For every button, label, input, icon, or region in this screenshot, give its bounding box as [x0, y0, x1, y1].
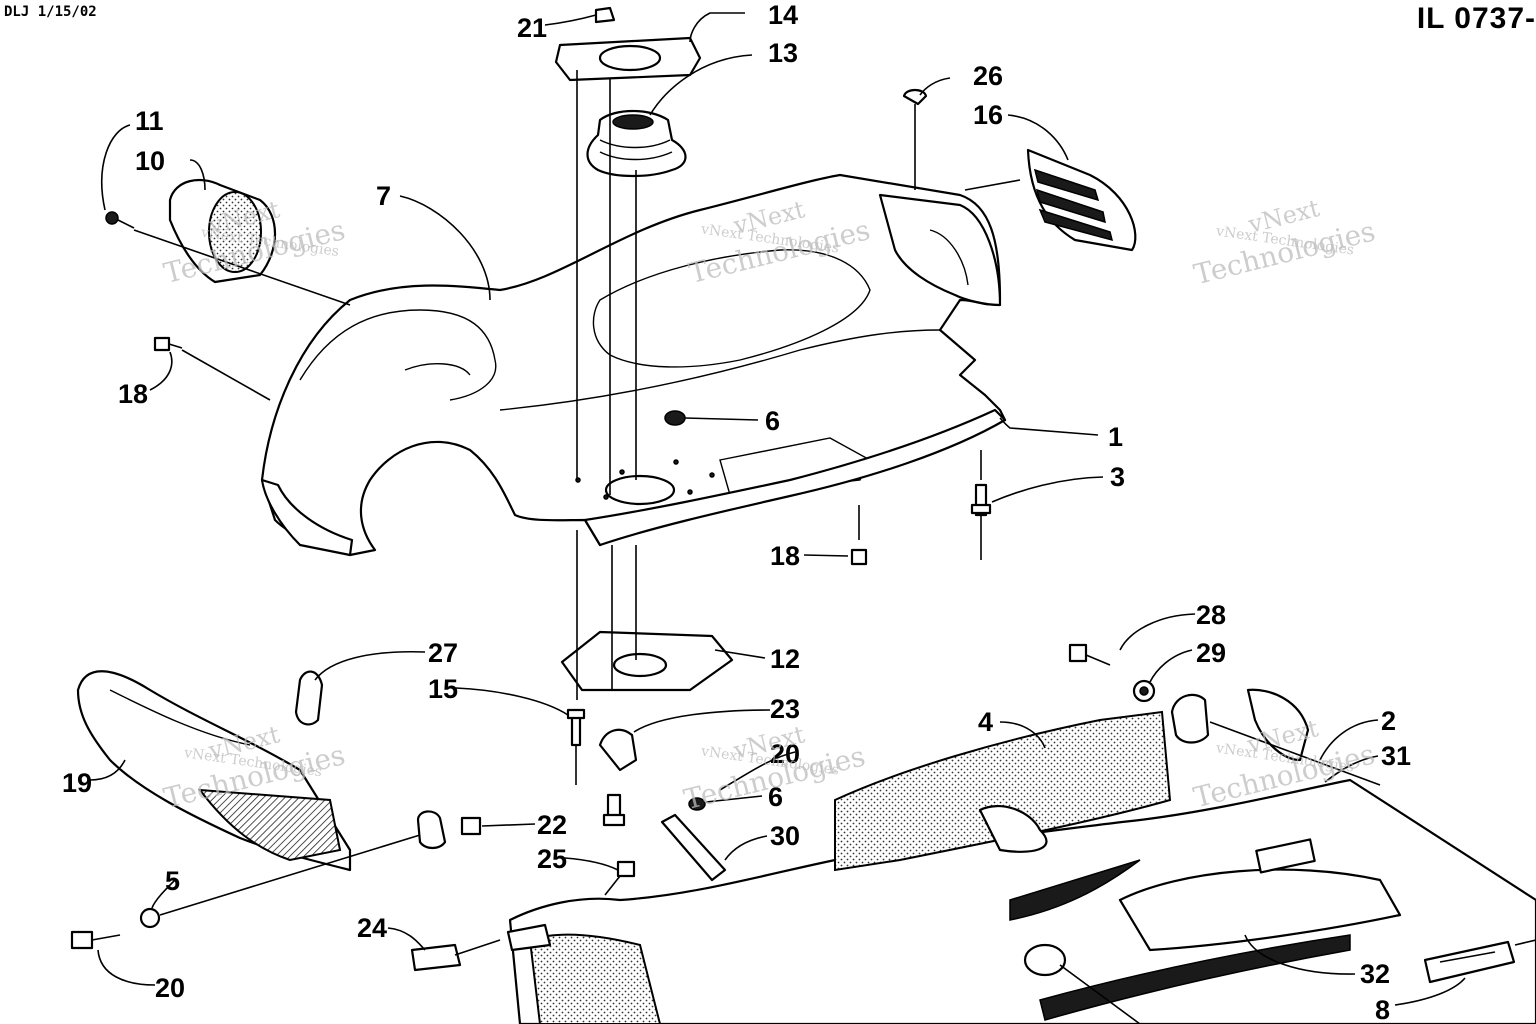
washer-6-upper — [664, 410, 686, 426]
bolt-20-lower — [70, 930, 121, 950]
screw-18-left — [153, 336, 183, 352]
callout-25: 25 — [537, 844, 567, 874]
side-trim-19 — [76, 670, 352, 872]
clamp-26 — [294, 670, 324, 726]
screw-25 — [604, 860, 636, 896]
callout-10: 10 — [135, 146, 165, 176]
callout-13: 13 — [768, 38, 798, 68]
bolt-28 — [1068, 643, 1111, 666]
illustration-number: IL 0737- — [1416, 2, 1536, 35]
callout-labels: 21 14 13 7 11 10 26 16 18 6 1 3 18 28 29… — [62, 0, 1411, 1024]
washer-29 — [1132, 679, 1156, 703]
callout-5: 5 — [165, 866, 180, 896]
callout-6-lower: 6 — [768, 782, 783, 812]
upper-tub-panel — [260, 173, 1007, 557]
callout-27: 26 — [973, 61, 1003, 91]
callout-4: 4 — [978, 707, 993, 737]
bolt-20-upper — [602, 793, 626, 827]
callout-21: 21 — [517, 13, 547, 43]
callout-18-lower: 18 — [770, 541, 800, 571]
callout-28: 28 — [1196, 600, 1226, 630]
callout-3: 3 — [1110, 462, 1125, 492]
callout-30: 30 — [770, 821, 800, 851]
clip-part — [598, 728, 638, 772]
bracket-small — [1170, 693, 1210, 744]
rivet-15 — [566, 708, 586, 785]
callout-26: 27 — [428, 638, 458, 668]
callout-20-lower: 20 — [155, 973, 185, 1003]
mounting-plate-bottom — [560, 630, 734, 692]
screw-27 — [902, 88, 928, 125]
strap-30 — [660, 813, 727, 882]
callout-1: 1 — [1108, 422, 1123, 452]
clip-24 — [410, 943, 462, 972]
leader-lines — [89, 12, 1536, 1024]
reflector-8 — [1423, 940, 1516, 984]
callout-8: 8 — [1375, 995, 1390, 1024]
callout-31: 31 — [1381, 741, 1411, 771]
screw-18-lower — [850, 548, 868, 566]
callout-14: 14 — [768, 0, 798, 30]
callout-2: 2 — [1381, 706, 1396, 736]
callout-19: 19 — [62, 768, 92, 798]
callout-11: 11 — [135, 106, 164, 136]
callout-7: 7 — [376, 181, 391, 211]
vent-grill — [1026, 148, 1137, 252]
callout-16: 16 — [973, 100, 1003, 130]
gauge-housing — [168, 178, 277, 284]
callout-32: 32 — [1360, 959, 1390, 989]
callout-22: 22 — [537, 810, 567, 840]
callout-29: 29 — [1196, 638, 1226, 668]
screw-11 — [105, 211, 135, 229]
callout-20-upper: 20 — [770, 739, 800, 769]
date-stamp: DLJ 1/15/02 — [4, 4, 97, 20]
callout-6-upper: 6 — [765, 406, 780, 436]
rubber-boot — [586, 110, 687, 178]
callout-18-upper: 18 — [118, 379, 148, 409]
bracket-22 — [416, 810, 482, 850]
callout-23: 23 — [770, 694, 800, 724]
washer-5 — [139, 907, 161, 929]
callout-15: 15 — [428, 674, 458, 704]
washer-6-lower — [688, 797, 706, 811]
rivet-3 — [970, 483, 992, 560]
callout-24: 24 — [357, 913, 387, 943]
nut-top — [594, 6, 616, 24]
callout-12: 12 — [770, 644, 800, 674]
